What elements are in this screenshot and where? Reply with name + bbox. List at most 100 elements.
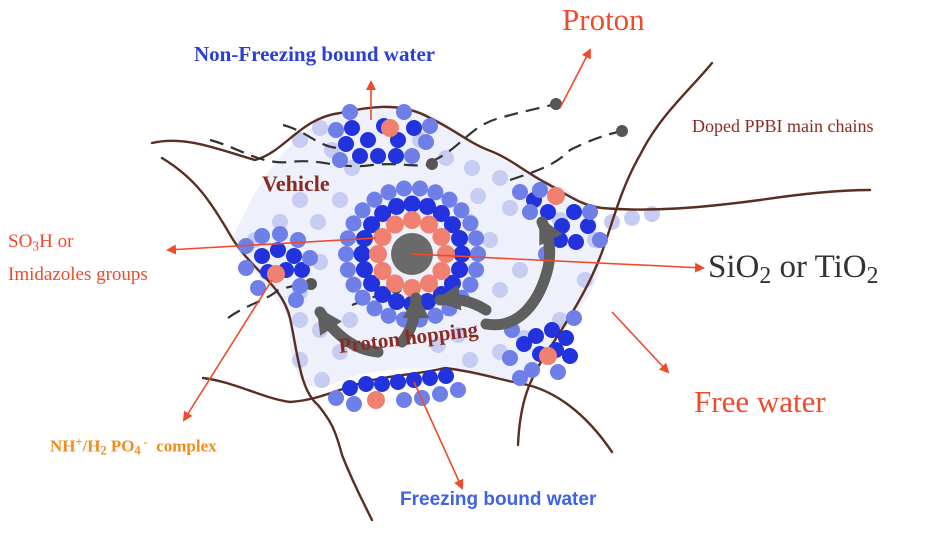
complex-bead [373, 228, 392, 246]
bound-water-bead [396, 180, 413, 197]
bound-water-bead [238, 260, 254, 276]
bound-water-bead [360, 132, 376, 148]
bound-water-bead [342, 104, 358, 120]
bound-water-bead [418, 293, 436, 311]
bound-water-bead [550, 364, 566, 380]
bound-water-bead [462, 276, 479, 293]
free-water-bead [470, 188, 486, 204]
complex-sub-2: 2 [100, 443, 107, 458]
bound-water-bead [427, 184, 444, 201]
bound-water-bead [432, 205, 450, 223]
bound-water-bead [254, 228, 270, 244]
free-water-bead [492, 282, 508, 298]
bound-water-bead [544, 322, 560, 338]
complex-bead [420, 215, 438, 234]
bound-water-bead [388, 197, 406, 215]
complex-bead [432, 228, 451, 246]
complex-po: PO [106, 436, 135, 456]
bound-water-bead [396, 392, 412, 408]
bound-water-bead [374, 376, 390, 392]
bound-water-bead [328, 122, 344, 138]
bound-water-bead [344, 120, 360, 136]
doped-ppbi-chains-label: Doped PPBI main chains [692, 116, 874, 136]
bound-water-bead [302, 250, 318, 266]
free-water-bead [624, 210, 640, 226]
bound-water-bead [358, 376, 374, 392]
free-water-bead [482, 232, 498, 248]
bound-water-clusters [238, 104, 608, 412]
bound-water-bead [290, 232, 306, 248]
oxide-tio-subscript: 2 [866, 262, 879, 289]
free-water-bead [502, 200, 518, 216]
chain-left [160, 156, 374, 522]
bound-water-bead [427, 307, 444, 324]
complex-sub-4: 4 [134, 443, 141, 458]
bound-water-bead [441, 191, 458, 208]
bound-water-bead [562, 348, 578, 364]
bound-water-bead [516, 336, 532, 352]
so3h-prefix: SO [8, 231, 33, 252]
bound-water-bead [453, 245, 471, 263]
freezing-water-label: Freezing bound water [400, 489, 597, 510]
bound-water-bead [451, 260, 469, 278]
free-water-bead [332, 192, 348, 208]
bound-water-bead [540, 204, 556, 220]
complex-plus: + [75, 435, 83, 449]
complex-bead [367, 391, 385, 409]
free-water-bead [292, 312, 308, 328]
bound-water-bead [294, 262, 310, 278]
free-water-bead [342, 312, 358, 328]
bound-water-bead [346, 396, 362, 412]
bound-water-bead [272, 226, 288, 242]
bound-water-bead [468, 230, 485, 247]
free-water-bead [512, 262, 528, 278]
bound-water-bead [338, 246, 354, 262]
free-water-bead [430, 337, 446, 353]
bound-water-bead [422, 370, 438, 386]
bound-water-bead [404, 148, 420, 164]
bound-water-bead [470, 246, 486, 262]
bound-water-bead [396, 104, 412, 120]
free-water-bead [292, 132, 308, 148]
pointer-arrows [166, 48, 705, 490]
complex-bead [547, 187, 565, 205]
bound-water-bead [422, 118, 438, 134]
dopant-side-chains [209, 102, 623, 319]
free-water-bead [450, 327, 466, 343]
bound-water-bead [339, 230, 356, 247]
complex-tail: complex [147, 436, 217, 456]
free-water-bead [314, 372, 330, 388]
complex-bead [373, 262, 392, 280]
bound-water-bead [288, 292, 304, 308]
bound-water-bead [418, 197, 436, 215]
bound-water-bead [388, 148, 404, 164]
bound-water-bead [370, 148, 386, 164]
bound-water-bead [353, 245, 371, 263]
bound-water-bead [524, 362, 540, 378]
free-water-bead [332, 344, 348, 360]
complex-label: NH+/H2 PO4 - complex [50, 436, 217, 457]
complex-bead [267, 265, 285, 283]
bound-water-bead [512, 184, 528, 200]
bound-water-bead [374, 285, 392, 303]
bound-water-bead [250, 280, 266, 296]
bound-water-bead [580, 218, 596, 234]
bound-water-bead [558, 330, 574, 346]
bound-water-bead [468, 261, 485, 278]
complex-bead [420, 274, 438, 293]
so3h-label: SO3H or [8, 232, 73, 253]
free-water-bead [292, 352, 308, 368]
bound-water-bead [450, 382, 466, 398]
so3h-subscript: 3 [32, 238, 40, 254]
bound-water-bead [380, 184, 397, 201]
complex-minus: - [140, 435, 148, 449]
bound-water-bead [366, 300, 383, 317]
bound-water-bead [522, 204, 538, 220]
free-water-bead [310, 214, 326, 230]
complex-bead [369, 245, 387, 263]
bound-water-bead [451, 230, 469, 248]
chain-upper [150, 105, 872, 211]
bound-water-bead [354, 289, 371, 306]
imidazoles-label: Imidazoles groups [8, 264, 148, 285]
